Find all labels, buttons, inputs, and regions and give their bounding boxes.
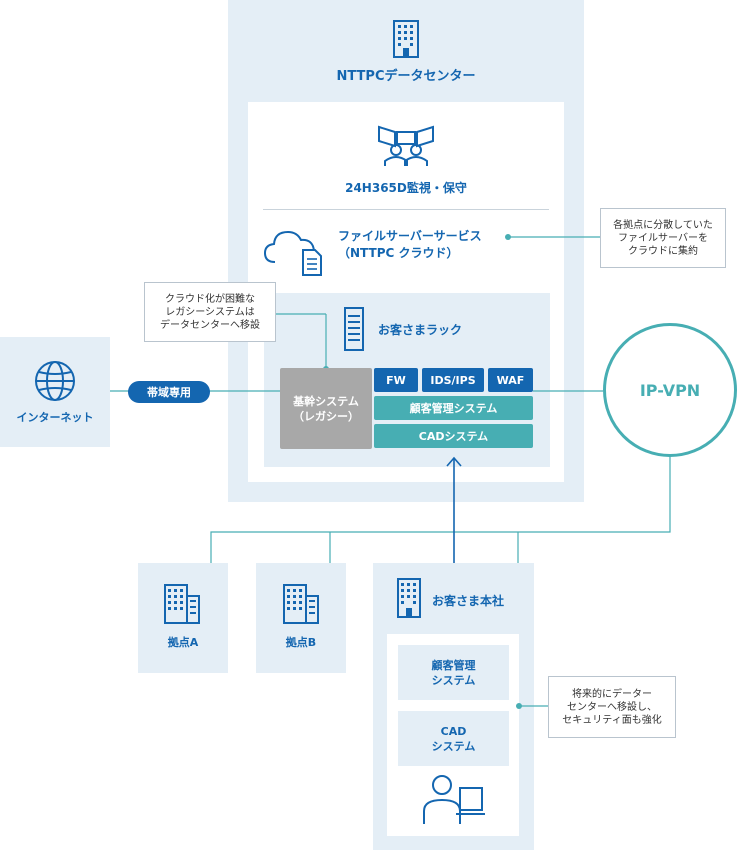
- branch-b-panel: [256, 563, 346, 673]
- hq-crm-box: 顧客管理 システム: [398, 645, 509, 700]
- monitoring-label: 24H365D監視・保守: [345, 180, 467, 195]
- building-icon: [392, 20, 420, 58]
- callout-hq-line1: 将来的にデーター: [572, 688, 652, 700]
- hq-crm-line2: システム: [431, 673, 476, 687]
- callout-legacy-line3: データセンターへ移設: [160, 319, 260, 331]
- cloud-document-icon: [263, 224, 325, 276]
- globe-icon: [34, 360, 76, 402]
- callout-legacy-line2: レガシーシステムは: [165, 306, 255, 318]
- building-icon: [397, 578, 421, 618]
- legacy-line2: （レガシー）: [293, 409, 359, 423]
- branch-b-label: 拠点B: [285, 636, 317, 649]
- divider: [263, 209, 549, 210]
- callout-legacy: クラウド化が困難な レガシーシステムは データセンターへ移設: [144, 282, 276, 342]
- callout-hq-line2: センターへ移設し、: [567, 701, 657, 713]
- cad-system-box: CADシステム: [374, 424, 533, 448]
- hq-title: お客さま本社: [432, 594, 505, 608]
- server-rack-icon: [344, 307, 364, 351]
- legacy-line1: 基幹システム: [293, 394, 359, 408]
- hq-cad-line1: CAD: [440, 724, 467, 738]
- branch-a-label: 拠点A: [167, 636, 199, 649]
- building-icon: [282, 584, 320, 624]
- callout-legacy-line1: クラウド化が困難な: [165, 293, 255, 305]
- internet-panel: [0, 337, 110, 447]
- building-icon: [163, 584, 201, 624]
- legacy-system-box: 基幹システム （レガシー）: [280, 368, 372, 449]
- branch-a-panel: [138, 563, 228, 673]
- ip-vpn-circle: IP-VPN: [603, 323, 737, 457]
- crm-system-box: 顧客管理システム: [374, 396, 533, 420]
- dedicated-line-badge: 帯域専用: [128, 381, 210, 403]
- callout-file-line1: 各拠点に分散していた: [613, 219, 713, 231]
- waf-box: WAF: [488, 368, 533, 392]
- file-service-line1: ファイルサーバーサービス: [338, 229, 482, 243]
- operators-icon: [377, 123, 435, 167]
- hq-cad-line2: システム: [431, 739, 476, 753]
- ids-ips-box: IDS/IPS: [422, 368, 484, 392]
- rack-title: お客さまラック: [378, 323, 463, 337]
- ip-vpn-label: IP-VPN: [639, 380, 701, 400]
- fw-box: FW: [374, 368, 418, 392]
- internet-label: インターネット: [16, 411, 94, 424]
- callout-hq: 将来的にデーター センターへ移設し、 セキュリティ面も強化: [548, 676, 676, 738]
- callout-hq-line3: セキュリティ面も強化: [562, 714, 662, 726]
- file-service-line2: （NTTPC クラウド）: [338, 246, 459, 260]
- hq-cad-box: CAD システム: [398, 711, 509, 766]
- user-computer-icon: [422, 773, 486, 825]
- datacenter-title: NTTPCデータセンター: [336, 68, 476, 84]
- file-service-title: ファイルサーバーサービス （NTTPC クラウド）: [338, 228, 508, 262]
- callout-file-server: 各拠点に分散していた ファイルサーバーを クラウドに集約: [600, 208, 726, 268]
- callout-file-line3: クラウドに集約: [628, 245, 698, 257]
- callout-file-line2: ファイルサーバーを: [618, 232, 708, 244]
- hq-crm-line1: 顧客管理: [431, 658, 476, 672]
